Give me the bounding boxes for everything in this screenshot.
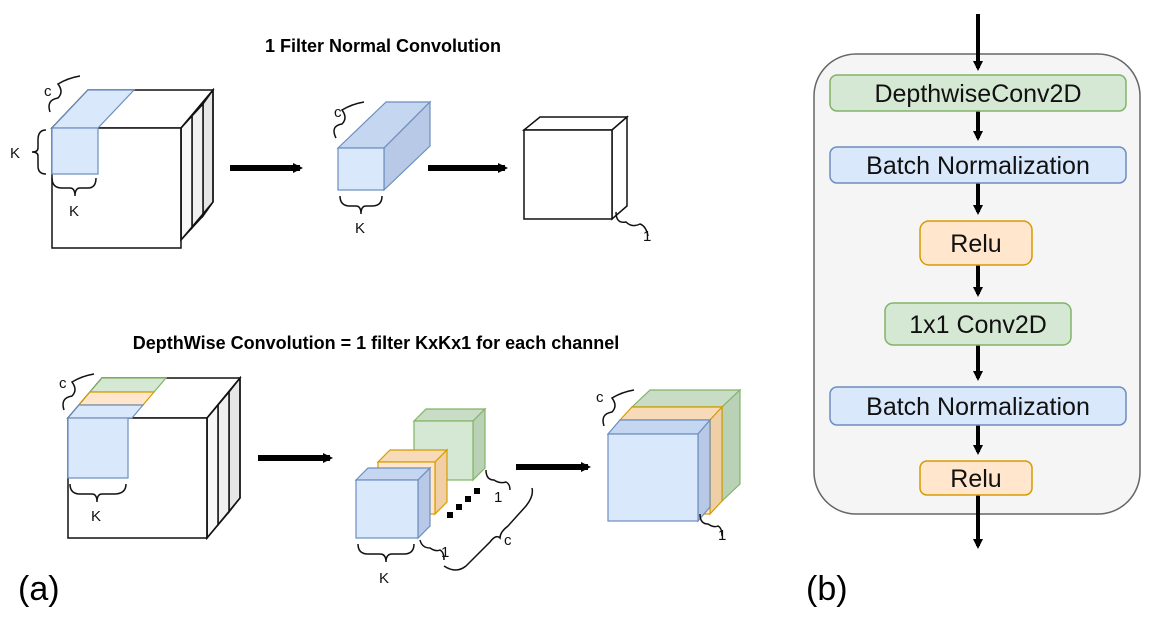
filter-k-label: K (355, 220, 365, 237)
svg-text:Relu: Relu (950, 230, 1001, 258)
dw-output-volume (606, 388, 742, 523)
node-batch-normalization-1: Batch Normalization (829, 146, 1127, 184)
dw-k-brace (69, 483, 127, 503)
dw-filters-k-brace (357, 543, 415, 563)
svg-text:1x1 Conv2D: 1x1 Conv2D (909, 311, 1047, 339)
normal-convolution-diagram: 1 Filter Normal Convolution c K K c (10, 36, 651, 249)
depthwise-convolution-diagram: DepthWise Convolution = 1 filter KxKx1 f… (59, 333, 742, 587)
svg-text:Batch Normalization: Batch Normalization (866, 152, 1090, 180)
k-side-label: K (10, 145, 20, 162)
dw-out-c-label: c (596, 389, 604, 406)
dw-filters-1b-brace (419, 539, 445, 561)
dw-filters-1a-brace (485, 469, 511, 491)
dw-out-1-label: 1 (718, 527, 726, 544)
output-1-label: 1 (643, 228, 651, 245)
panel-b-label: (b) (806, 570, 848, 608)
dw-input-volume (66, 375, 242, 541)
node-relu-1: Relu (919, 220, 1033, 266)
panel-a-label: (a) (18, 570, 60, 608)
filter-c-brace (333, 101, 365, 139)
normal-output-cube (521, 115, 630, 221)
dw-out-c-brace (602, 389, 635, 427)
filter-k-brace (339, 195, 383, 215)
svg-text:Relu: Relu (950, 465, 1001, 493)
dw-filter-blue (354, 466, 432, 540)
dw-filters-1b-label: 1 (441, 544, 449, 561)
node-relu-2: Relu (919, 460, 1033, 496)
dw-c-brace (62, 373, 95, 411)
dw-k-label: K (91, 508, 101, 525)
node-depthwiseconv2d: DepthwiseConv2D (829, 74, 1127, 112)
k-bottom-label: K (69, 203, 79, 220)
filter-c-label: c (334, 104, 342, 121)
block-flowchart: DepthwiseConv2D Batch Normalization Relu… (813, 14, 1141, 549)
dw-filters-1a-label: 1 (494, 489, 502, 506)
dw-filters-c-brace (443, 487, 534, 571)
normal-filter-cube (336, 100, 432, 192)
input-volume (50, 87, 215, 249)
c-brace (48, 75, 81, 113)
c-label: c (44, 83, 52, 100)
normal-conv-title: 1 Filter Normal Convolution (265, 36, 501, 56)
dw-ellipsis-dots (447, 488, 480, 518)
dw-out-1-brace (699, 513, 723, 537)
node-batch-normalization-2: Batch Normalization (829, 386, 1127, 426)
dw-filters-k-label: K (379, 570, 389, 587)
dw-filters-c-label: c (504, 532, 512, 549)
k-side-brace (31, 129, 47, 175)
node-1x1-conv2d: 1x1 Conv2D (884, 302, 1072, 346)
depthwise-conv-title: DepthWise Convolution = 1 filter KxKx1 f… (133, 333, 619, 353)
k-bottom-brace (51, 177, 97, 197)
svg-text:Batch Normalization: Batch Normalization (866, 393, 1090, 421)
dw-c-label: c (59, 375, 67, 392)
svg-text:DepthwiseConv2D: DepthwiseConv2D (874, 80, 1081, 108)
output-1-brace (615, 211, 649, 237)
